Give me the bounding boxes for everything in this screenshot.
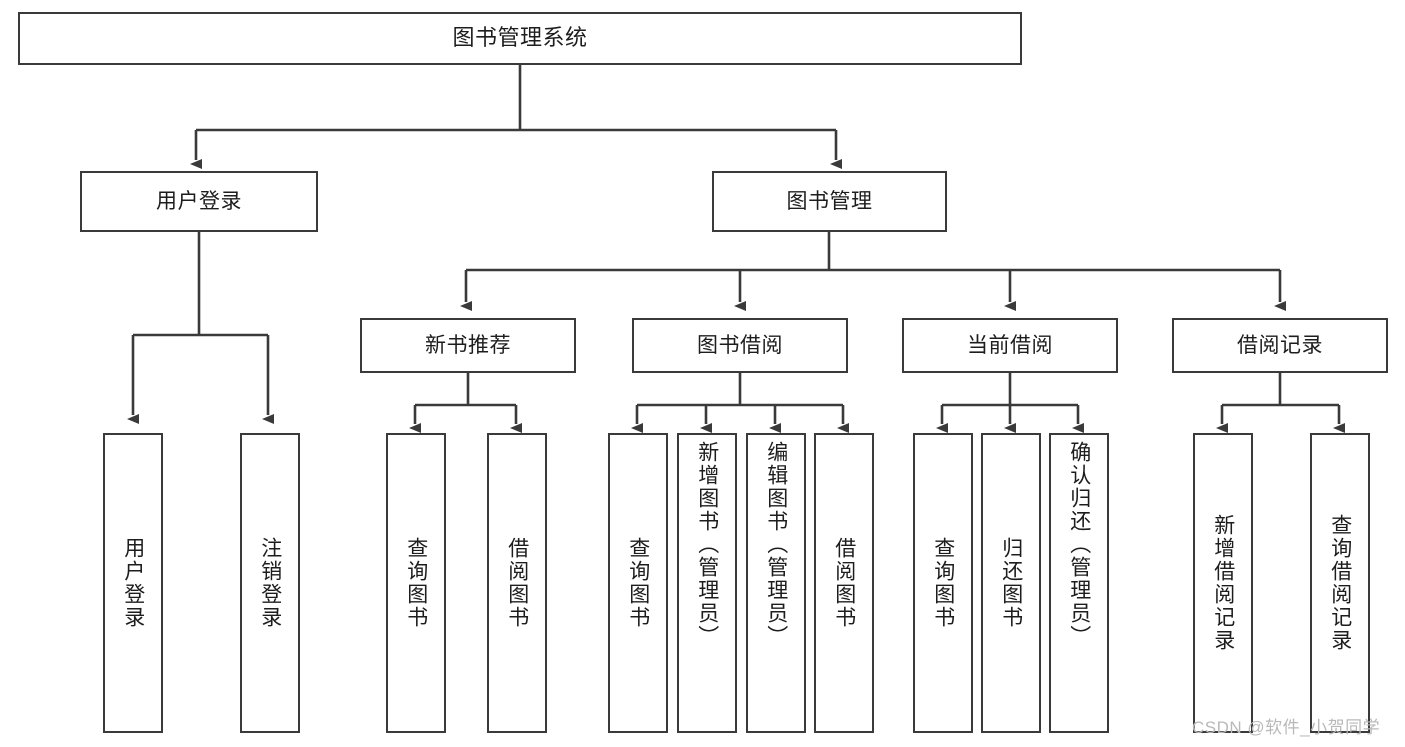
node-root-book-management-system[interactable]: 图书管理系统 (18, 12, 1022, 65)
node-label: 新书推荐 (425, 333, 511, 357)
leaf-borrow-borrow-books[interactable]: 借阅图书 (814, 433, 874, 733)
leaf-record-add-borrow-record[interactable]: 新增借阅记录 (1193, 433, 1253, 733)
node-user-login[interactable]: 用户登录 (80, 171, 318, 232)
leaf-current-query-books[interactable]: 查询图书 (913, 433, 973, 733)
leaf-borrow-edit-book-admin[interactable]: 编辑图书（管理员） (746, 433, 806, 733)
node-label: 新增图书（管理员） (695, 441, 719, 648)
node-label: 编辑图书（管理员） (764, 441, 788, 648)
leaf-user-login-logout[interactable]: 注销登录 (240, 433, 300, 733)
node-borrow-record[interactable]: 借阅记录 (1172, 318, 1388, 373)
node-label: 图书管理 (786, 189, 873, 213)
node-label: 当前借阅 (967, 333, 1053, 357)
node-label: 确认归还（管理员） (1067, 441, 1091, 648)
leaf-new-book-query-books[interactable]: 查询图书 (386, 433, 446, 733)
node-label: 图书管理系统 (452, 25, 588, 51)
leaf-borrow-add-book-admin[interactable]: 新增图书（管理员） (677, 433, 737, 733)
node-label: 用户登录 (156, 189, 242, 213)
node-label: 借阅图书 (505, 537, 529, 629)
node-label: 图书借阅 (697, 333, 783, 357)
node-label: 借阅图书 (832, 537, 856, 629)
leaf-record-query-borrow-record[interactable]: 查询借阅记录 (1310, 433, 1370, 733)
node-book-management[interactable]: 图书管理 (712, 171, 947, 232)
node-label: 借阅记录 (1237, 333, 1323, 357)
leaf-current-confirm-return-admin[interactable]: 确认归还（管理员） (1049, 433, 1109, 733)
leaf-new-book-borrow-books[interactable]: 借阅图书 (487, 433, 547, 733)
node-label: 用户登录 (121, 537, 145, 629)
node-label: 查询图书 (931, 537, 955, 629)
node-current-borrow[interactable]: 当前借阅 (902, 318, 1118, 373)
node-label: 查询借阅记录 (1328, 514, 1352, 652)
node-label: 新增借阅记录 (1211, 514, 1235, 652)
node-label: 注销登录 (258, 537, 282, 629)
node-label: 归还图书 (999, 537, 1023, 629)
node-label: 查询图书 (404, 537, 428, 629)
csdn-watermark: CSDN @软件_小贺同学 (1192, 718, 1381, 737)
node-label: 查询图书 (626, 537, 650, 629)
leaf-user-login-login[interactable]: 用户登录 (103, 433, 163, 733)
node-book-borrow[interactable]: 图书借阅 (632, 318, 848, 373)
leaf-current-return-books[interactable]: 归还图书 (981, 433, 1041, 733)
leaf-borrow-query-books[interactable]: 查询图书 (608, 433, 668, 733)
node-new-book-recommendation[interactable]: 新书推荐 (360, 318, 576, 373)
